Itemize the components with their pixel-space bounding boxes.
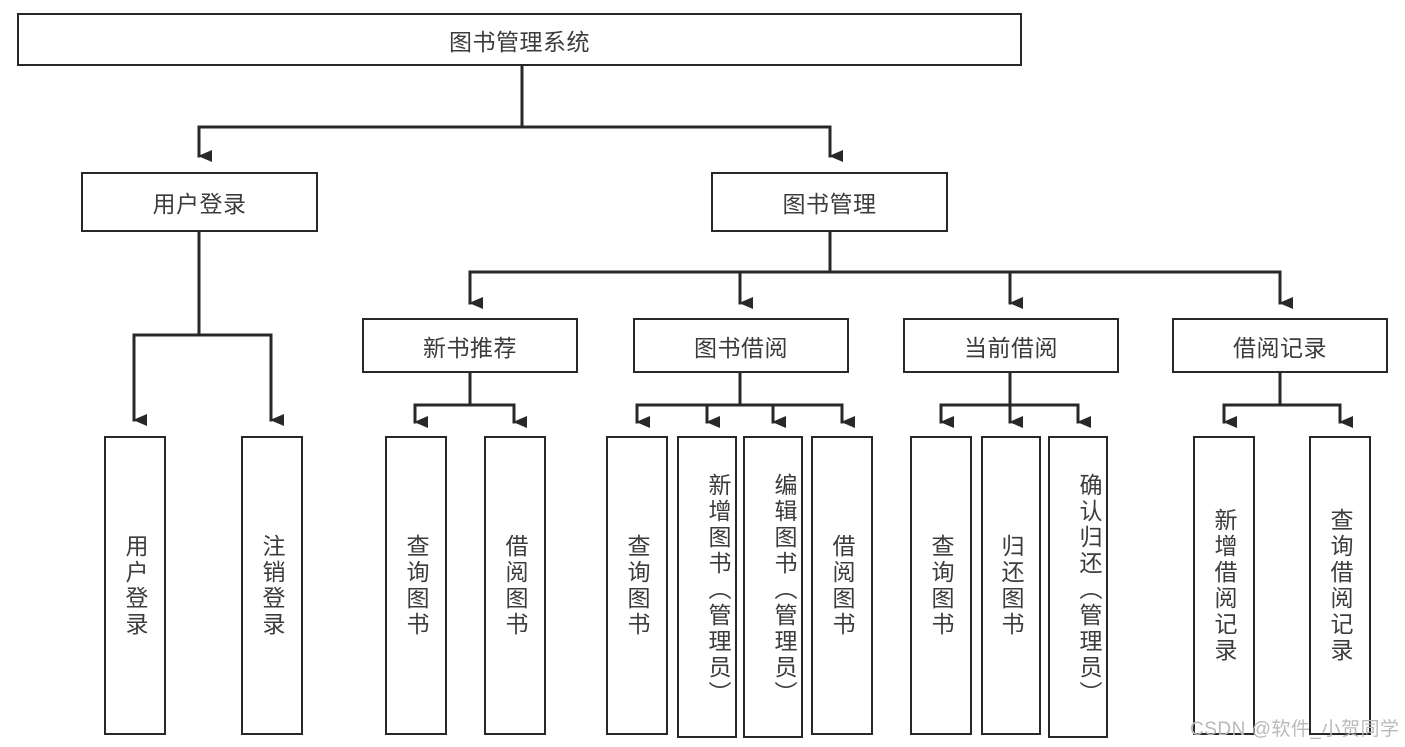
leaf-return-book-label: 归还图书	[998, 533, 1024, 638]
leaf-query-book-2-label: 查询图书	[624, 533, 650, 638]
leaf-add-borrow-record-label: 新增借阅记录	[1211, 507, 1237, 664]
node-user-login-label: 用户登录	[152, 191, 247, 217]
leaf-query-borrow-record-label: 查询借阅记录	[1327, 507, 1353, 664]
node-book-borrow-label: 图书借阅	[694, 334, 788, 361]
node-root-system-label: 图书管理系统	[449, 28, 590, 55]
leaf-query-book-3[interactable]: 查询图书	[910, 436, 972, 735]
node-book-borrow[interactable]: 图书借阅	[633, 318, 849, 373]
leaf-borrow-book-1-label: 借阅图书	[502, 533, 528, 638]
leaf-query-borrow-record[interactable]: 查询借阅记录	[1309, 436, 1371, 735]
leaf-user-login[interactable]: 用户登录	[104, 436, 166, 735]
leaf-query-book-1[interactable]: 查询图书	[385, 436, 447, 735]
leaf-add-book-admin-label: 新增图书（管理员）	[705, 473, 731, 707]
leaf-add-book-admin[interactable]: 新增图书（管理员）	[677, 436, 737, 738]
leaf-logout-login[interactable]: 注销登录	[241, 436, 303, 735]
leaf-query-book-1-label: 查询图书	[403, 533, 429, 638]
node-new-book-recommend-label: 新书推荐	[423, 334, 517, 361]
leaf-logout-login-label: 注销登录	[259, 533, 285, 638]
leaf-query-book-3-label: 查询图书	[928, 533, 954, 638]
leaf-confirm-return-admin[interactable]: 确认归还（管理员）	[1048, 436, 1108, 738]
leaf-confirm-return-admin-label: 确认归还（管理员）	[1076, 473, 1102, 707]
node-current-borrow[interactable]: 当前借阅	[903, 318, 1119, 373]
node-book-management[interactable]: 图书管理	[711, 172, 948, 232]
leaf-user-login-label: 用户登录	[122, 533, 148, 638]
node-current-borrow-label: 当前借阅	[964, 334, 1058, 361]
node-user-login[interactable]: 用户登录	[81, 172, 318, 232]
node-new-book-recommend[interactable]: 新书推荐	[362, 318, 578, 373]
leaf-borrow-book-2[interactable]: 借阅图书	[811, 436, 873, 735]
leaf-borrow-book-2-label: 借阅图书	[829, 533, 855, 638]
node-borrow-record-label: 借阅记录	[1233, 334, 1327, 361]
csdn-watermark: CSDN @软件_小贺同学	[1190, 719, 1400, 740]
node-root-system[interactable]: 图书管理系统	[17, 13, 1022, 66]
leaf-return-book[interactable]: 归还图书	[981, 436, 1041, 735]
leaf-edit-book-admin[interactable]: 编辑图书（管理员）	[743, 436, 803, 738]
leaf-query-book-2[interactable]: 查询图书	[606, 436, 668, 735]
node-borrow-record[interactable]: 借阅记录	[1172, 318, 1388, 373]
leaf-edit-book-admin-label: 编辑图书（管理员）	[771, 473, 797, 707]
node-book-management-label: 图书管理	[782, 191, 877, 217]
leaf-borrow-book-1[interactable]: 借阅图书	[484, 436, 546, 735]
leaf-add-borrow-record[interactable]: 新增借阅记录	[1193, 436, 1255, 735]
